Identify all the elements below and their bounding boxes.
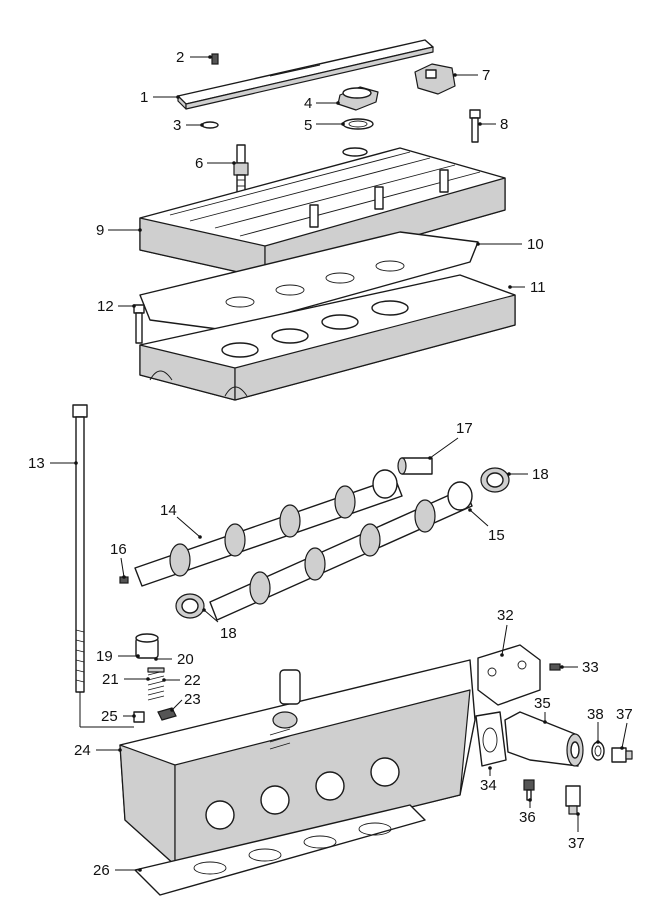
part-sensor <box>414 63 456 95</box>
part-spark-plug <box>233 144 249 198</box>
callout-37-upper: 37 <box>616 706 633 723</box>
part-bolt <box>469 109 481 143</box>
part-flange-gasket <box>475 711 507 767</box>
callout-32: 32 <box>497 607 514 624</box>
part-bracket <box>477 644 541 706</box>
callout-14: 14 <box>160 502 177 519</box>
part-cylinder-head <box>119 659 476 866</box>
callout-10: 10 <box>527 236 544 253</box>
callout-13: 13 <box>28 455 45 472</box>
callout-26: 26 <box>93 862 110 879</box>
part-seal-upper <box>480 467 510 493</box>
part-camshaft-upper <box>134 469 403 587</box>
part-valve-spring <box>147 667 165 701</box>
part-temp-sender-upper <box>611 747 633 763</box>
callout-3: 3 <box>173 117 181 134</box>
callout-37-lower: 37 <box>568 835 585 852</box>
callout-25: 25 <box>101 708 118 725</box>
part-thermostat-housing <box>504 711 584 767</box>
part-plug <box>397 457 433 475</box>
callout-5: 5 <box>304 117 312 134</box>
callout-11: 11 <box>530 279 546 296</box>
part-seal-lower <box>175 593 205 619</box>
callout-7: 7 <box>482 67 490 84</box>
callout-labels: 1 2 3 4 5 6 7 8 9 10 11 12 13 14 15 16 1… <box>28 49 633 879</box>
part-camshaft-lower <box>209 481 473 621</box>
part-cam-carrier <box>139 274 516 401</box>
part-screw <box>211 53 219 65</box>
callout-2: 2 <box>176 49 184 66</box>
part-small-block <box>133 711 145 723</box>
callout-12: 12 <box>97 298 114 315</box>
part-tappet <box>135 633 159 659</box>
part-gasket <box>139 231 479 331</box>
callout-4: 4 <box>304 95 312 112</box>
callout-17: 17 <box>456 420 473 437</box>
part-oil-cap <box>337 86 379 111</box>
callout-33: 33 <box>582 659 599 676</box>
callout-8: 8 <box>500 116 508 133</box>
callout-34: 34 <box>480 777 497 794</box>
callout-23: 23 <box>184 691 201 708</box>
part-temp-sender-lower <box>565 785 581 815</box>
callout-16: 16 <box>110 541 127 558</box>
part-bracket-screw <box>549 663 561 671</box>
part-carrier-bolt <box>133 304 145 344</box>
leader-lines <box>50 55 628 872</box>
part-sealing-washer <box>591 741 605 761</box>
callout-19: 19 <box>96 648 113 665</box>
callout-21: 21 <box>102 671 119 688</box>
part-head-gasket <box>134 804 426 896</box>
part-cap-seal <box>342 118 374 130</box>
callout-18-lower: 18 <box>220 625 237 642</box>
part-head-bolt <box>72 404 88 693</box>
callout-9: 9 <box>96 222 104 239</box>
callout-36: 36 <box>519 809 536 826</box>
callout-20: 20 <box>177 651 194 668</box>
callout-18-upper: 18 <box>532 466 549 483</box>
part-housing-bolt <box>523 779 535 801</box>
callout-15: 15 <box>488 527 505 544</box>
callout-1: 1 <box>140 89 148 106</box>
callout-22: 22 <box>184 672 201 689</box>
callout-35: 35 <box>534 695 551 712</box>
callout-24: 24 <box>74 742 91 759</box>
part-washer <box>201 121 219 129</box>
callout-38: 38 <box>587 706 604 723</box>
callout-6: 6 <box>195 155 203 172</box>
part-cover-strip <box>177 39 434 110</box>
